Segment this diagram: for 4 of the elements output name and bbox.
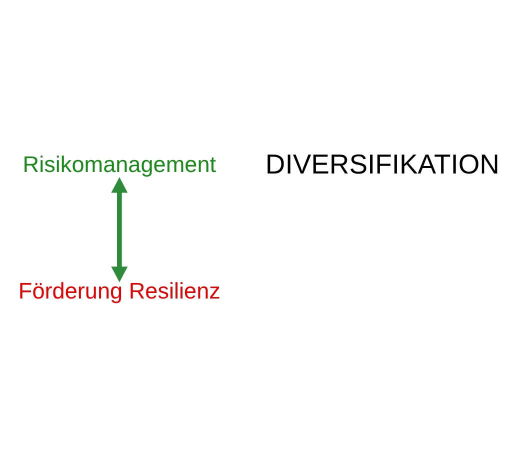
arrow [111, 176, 128, 282]
node-text: Risikomanagement [22, 151, 216, 176]
label: DIVERSIFIKATION [265, 148, 500, 179]
node-text: Förderung Resilienz [18, 278, 220, 304]
